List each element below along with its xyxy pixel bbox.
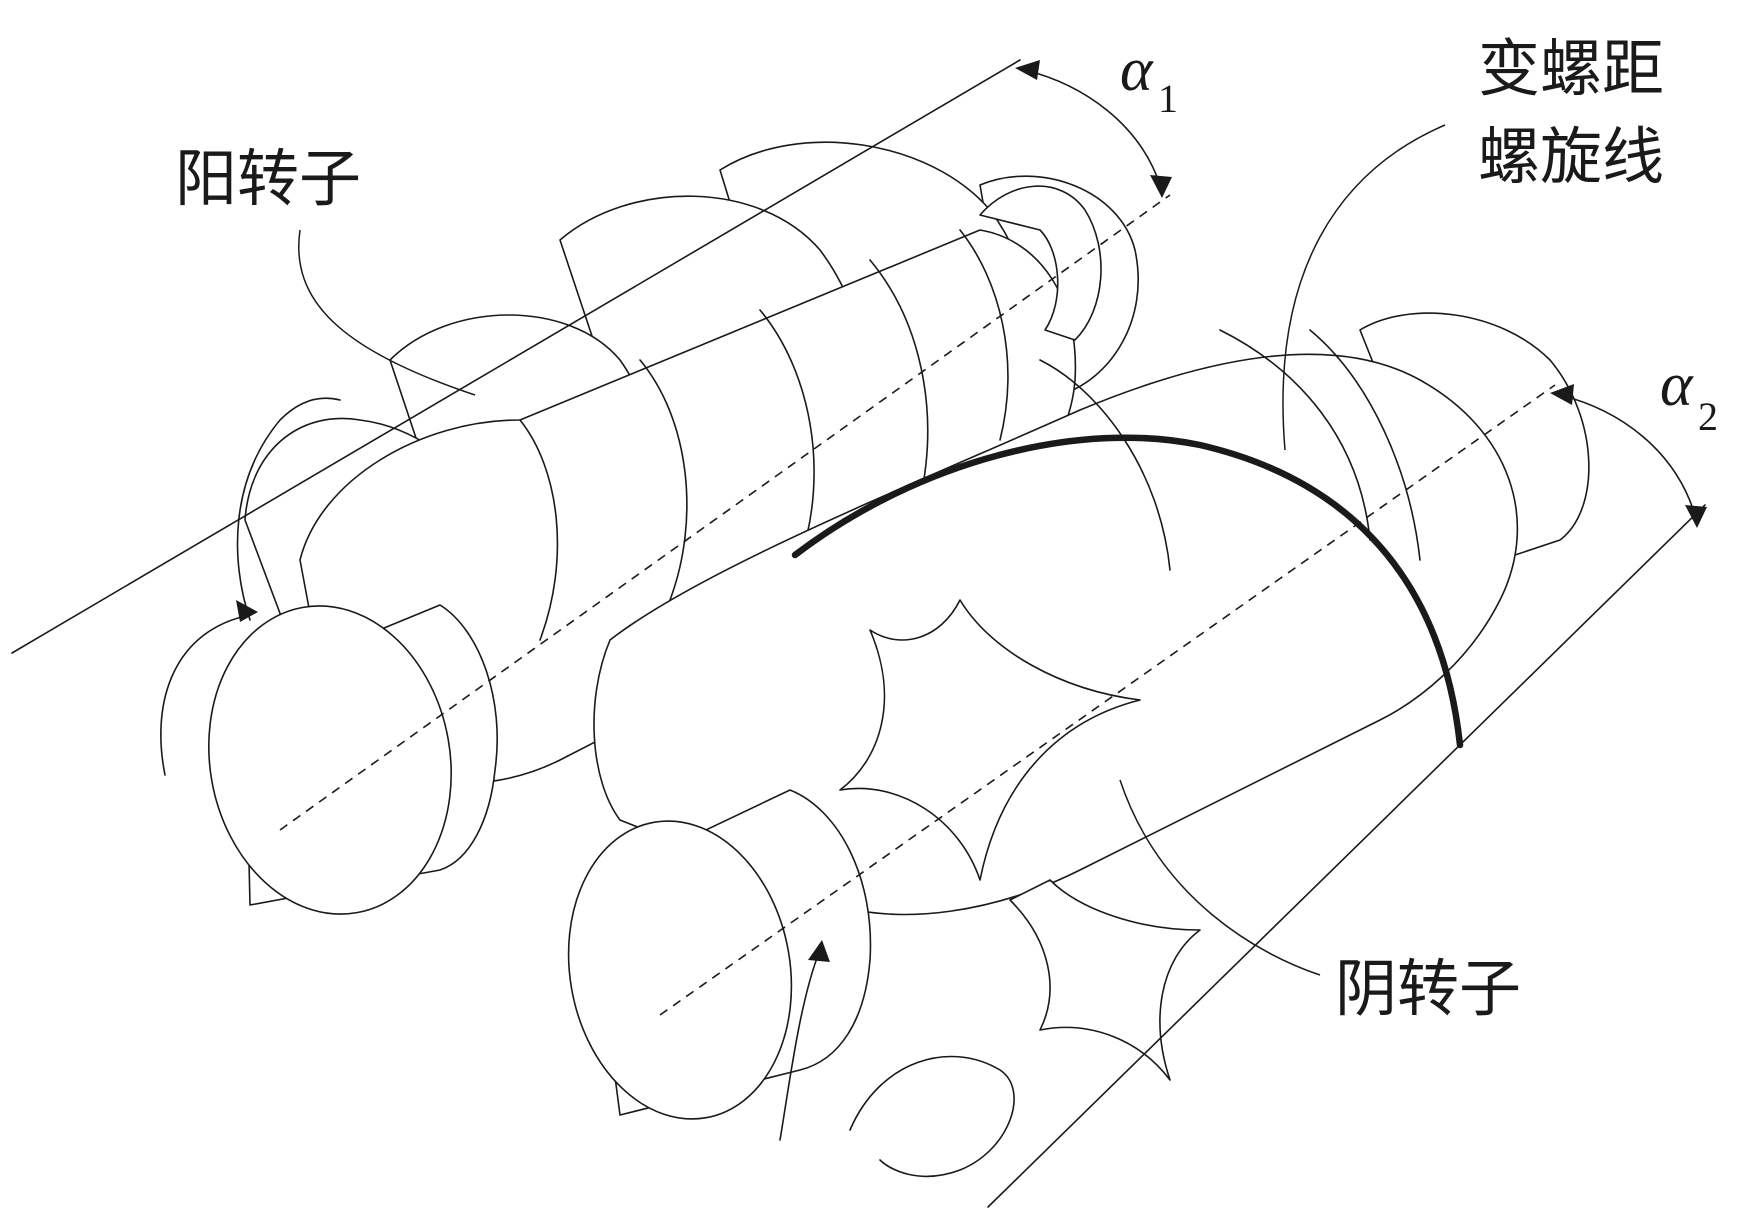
male-helix-3 xyxy=(759,309,815,561)
male-rotor-label: 阳转子 xyxy=(175,142,361,215)
male-helix-4 xyxy=(869,259,929,501)
female-flute-1 xyxy=(839,599,1141,881)
female-envelope-line xyxy=(987,504,1706,1208)
female-rotor-front-shaft-face xyxy=(567,820,793,1120)
alpha2-arrowhead-bottom xyxy=(1685,505,1707,528)
alpha1-arrowhead-bottom xyxy=(1150,175,1172,198)
alpha2-marker xyxy=(1550,384,1707,528)
variable-pitch-helix xyxy=(791,434,1464,749)
male-helix-2 xyxy=(639,359,688,601)
alpha2-arrowhead-top xyxy=(1550,384,1574,405)
female-axis-line xyxy=(659,384,1556,1016)
variable-pitch-label-line2: 螺旋线 xyxy=(1478,120,1664,193)
male-rotor-front-shaft-face xyxy=(207,605,453,915)
male-helix-5 xyxy=(959,229,1009,441)
alpha1-symbol: α xyxy=(1120,36,1154,104)
male-helix-1 xyxy=(519,419,559,641)
leader-female-rotor xyxy=(1119,779,1321,976)
alpha2-symbol: α xyxy=(1660,351,1694,419)
leader-variable-pitch xyxy=(1282,124,1446,451)
female-rotation-arrowhead xyxy=(808,940,830,962)
male-rotor xyxy=(11,59,1171,915)
male-rotation-arrowhead xyxy=(236,600,258,622)
variable-pitch-label-line1: 变螺距 xyxy=(1478,32,1664,105)
male-rotation-curve-outer xyxy=(236,397,341,621)
female-rotor xyxy=(567,312,1706,1208)
female-helix-b xyxy=(1219,329,1371,541)
female-rotation-arrow-curve xyxy=(779,949,821,1141)
female-lower-lobe xyxy=(849,1055,1015,1178)
male-envelope-line xyxy=(11,59,1021,654)
leader-male-rotor xyxy=(298,229,476,396)
alpha1-subscript: 1 xyxy=(1158,76,1178,121)
alpha1-marker xyxy=(1015,60,1172,198)
male-rotor-back-shaft xyxy=(979,185,1102,341)
alpha2-subscript: 2 xyxy=(1698,394,1718,439)
female-rotor-label: 阴转子 xyxy=(1335,952,1521,1025)
male-rotation-arrow-curve xyxy=(160,614,251,776)
female-flute-2 xyxy=(1009,879,1201,1081)
female-helix-c xyxy=(1309,329,1421,561)
male-axis-line xyxy=(279,194,1171,831)
alpha1-arc xyxy=(1024,69,1161,186)
alpha2-arc xyxy=(1559,394,1696,516)
alpha1-arrowhead-top xyxy=(1015,60,1040,80)
